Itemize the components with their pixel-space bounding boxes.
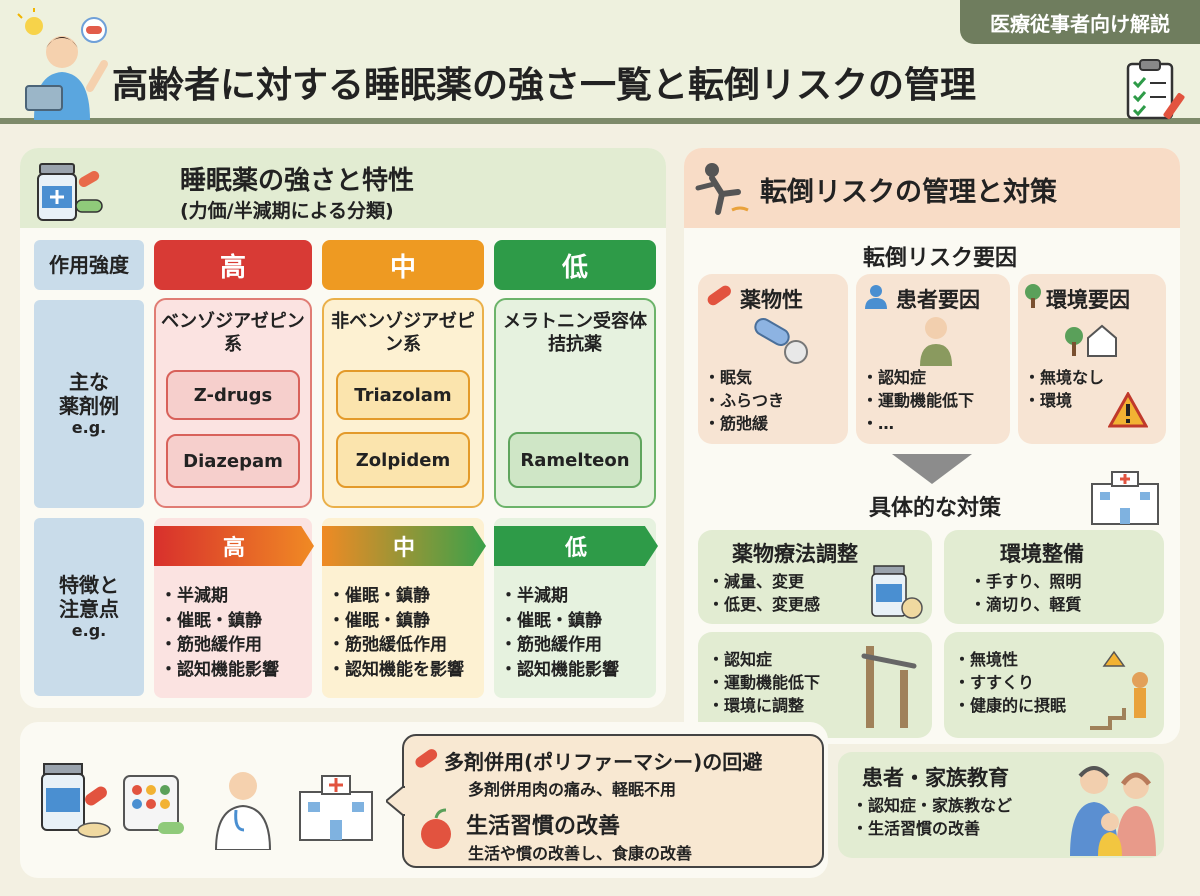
lifestyle-title: 生活習慣の改善 [466,814,621,839]
measures-title: 具体的な対策 [868,496,1001,521]
factor-environment-title: 環境要因 [1046,288,1130,312]
page-title: 高齢者に対する睡眠薬の強さ一覧と転倒リスクの管理 [112,65,977,106]
medicine-bottle-small-icon [871,565,923,619]
drug-pill-diazepam: Diazepam [166,434,300,488]
polypharmacy-title: 多剤併用(ポリファーマシー)の回避 [444,750,763,774]
speech-bubble-tail-icon [386,786,406,816]
level-low: 低 [494,240,656,290]
class-non-benzodiazepine: 非ベンゾジアゼピン系 [331,311,475,356]
measure-drug-therapy-title: 薬物療法調整 [732,542,858,566]
lifestyle-subtitle: 生活や慣の改善し、食康の改善 [468,844,693,863]
drug-pill-triazolam: Triazolam [336,370,470,420]
level-mid: 中 [322,240,484,290]
drug-strength-subtitle: (力価/半減期による分類) [180,200,394,222]
drug-pill-ramelteon: Ramelteon [508,432,642,488]
medicine-and-pills-icon [41,763,111,838]
falling-person-icon [695,163,749,215]
drug-pill-zolpidem: Zolpidem [336,432,470,488]
strength-row-label: 作用強度 [34,240,144,290]
fall-risk-title: 転倒リスクの管理と対策 [760,177,1057,208]
down-arrow-icon [892,454,972,484]
features-row-label: 特徴と 注意点 e.g. [34,518,144,696]
education-title: 患者・家族教育 [862,766,1009,790]
risk-factors-title: 転倒リスク要因 [862,246,1017,271]
measure-drug-therapy-list: 減量、変更 低更、変更感 [708,570,858,616]
education-list: 認知症・家族教など 生活習慣の改善 [852,794,1052,840]
factor-drug-title: 薬物性 [740,288,803,312]
factor-patient-title: 患者要因 [896,288,980,312]
tree-icon [1025,284,1041,308]
lamp-and-stairs-icon [1090,650,1148,730]
fall-risk-panel-header [684,148,1180,228]
drug-examples-row-label: 主な 薬剤例 e.g. [34,300,144,508]
bar-mid: 中 [322,526,486,566]
doctor-icon [214,772,272,850]
capsule-icon [707,285,731,306]
warning-icon [1108,392,1148,428]
bar-low: 低 [494,526,658,566]
features-mid-list: 催眠・鎮静 催眠・鎮静 筋弛緩低作用 認知機能を影響 [328,584,482,683]
measure-lifestyle-list: 無境性 すすくり 健康的に摂眠 [954,648,1104,718]
handrail-icon [861,646,917,728]
factor-patient-list: 認知症 運動機能低下 … [862,366,1008,436]
capsule-small-icon [415,749,438,768]
pill-blister-icon [123,775,184,834]
features-low-list: 半減期 催眠・鎮静 筋弛緩作用 認知機能影響 [500,584,654,683]
level-high: 高 [154,240,312,290]
medicine-bottle-icon [37,163,103,221]
hospital-building-icon [299,775,373,841]
person-icon [865,285,887,309]
apple-icon [421,808,451,849]
class-benzodiazepine: ベンゾジアゼピン系 [161,311,305,356]
drug-strength-panel-header [20,148,666,228]
factor-drug-list: 眠気 ふらつき 筋弛緩 [704,366,844,436]
hospital-icon [1091,471,1159,525]
elderly-person-icon [920,317,952,366]
measure-environment-list: 手すり、照明 滴切り、軽質 [970,570,1150,616]
measure-cognition-list: 認知症 運動機能低下 環境に調整 [708,648,858,718]
house-icon [1065,324,1117,357]
features-high-list: 半減期 催眠・鎮静 筋弛緩作用 認知機能影響 [160,584,310,683]
factor-environment-list: 無境なし 環境 [1024,366,1124,412]
bar-high: 高 [154,526,314,566]
class-melatonin-receptor: メラトニン受容体拮抗薬 [503,311,647,356]
clipboard-checklist-icon [1126,59,1185,120]
drug-pill-z-drugs: Z-drugs [166,370,300,420]
pills-icon [754,318,808,364]
audience-badge: 医療従事者向け解説 [960,0,1200,44]
measure-environment-title: 環境整備 [1000,542,1084,566]
family-icon [1070,766,1156,856]
doctor-illustration-icon [17,8,108,120]
advice-speech-bubble [402,734,824,868]
drug-strength-title: 睡眠薬の強さと特性 [180,166,415,196]
polypharmacy-subtitle: 多剤併用肉の痛み、軽眠不用 [468,780,677,799]
